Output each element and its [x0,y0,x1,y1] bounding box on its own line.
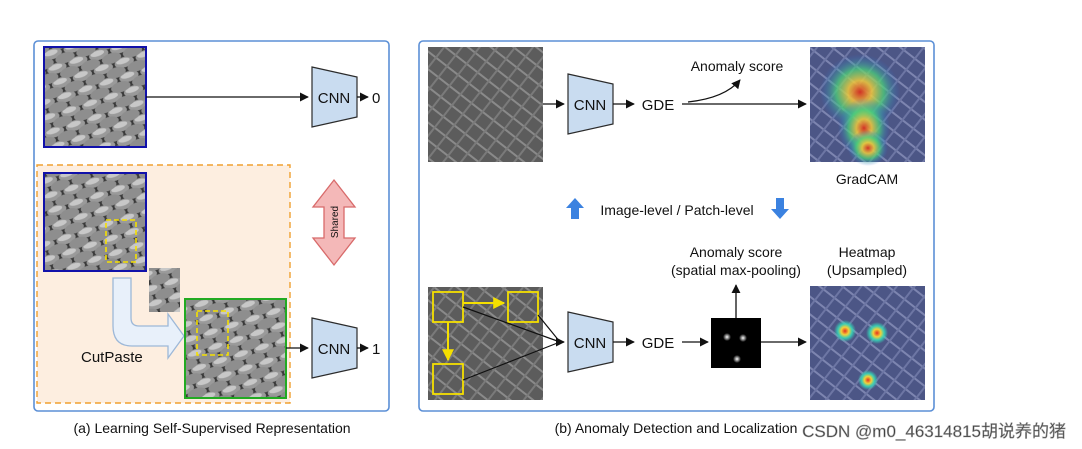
anomaly-score-map [711,318,761,368]
gradcam-label: GradCAM [836,171,898,187]
watermark: CSDN @m0_46314815胡说养的猪 [802,422,1066,441]
cnn-block-b-bottom [567,311,614,373]
gradcam-image [810,47,925,166]
cnn-bottom-label: CNN [318,341,351,358]
gde-bottom-label: GDE [642,335,675,352]
cut-patch [149,268,180,312]
panel-b-border [418,40,935,412]
heatmap-image [810,286,925,400]
up-arrow-icon [566,198,584,219]
cnn-block-b-top [567,73,614,135]
input-image-normal [43,46,147,148]
augmented-image [184,298,287,399]
cnn-b-bottom-label: CNN [574,335,607,352]
panel-a-caption: (a) Learning Self-Supervised Representat… [73,420,350,436]
cnn-block-top [311,66,358,128]
test-image-top [428,47,543,162]
cutpaste-arrow [112,277,185,360]
anomaly-score-top-label: Anomaly score [691,58,784,74]
cnn-b-top-label: CNN [574,97,607,114]
cutpaste-label: CutPaste [81,349,143,366]
shared-double-arrow [311,178,357,267]
cnn-top-label: CNN [318,90,351,107]
heatmap-line1: Heatmap [839,244,896,260]
down-arrow-icon [771,198,789,219]
anomaly-score-bottom-line1: Anomaly score [690,244,783,260]
cnn-block-bottom [311,317,358,379]
heatmap-line2: (Upsampled) [827,262,907,278]
source-image [43,172,147,272]
shared-label: Shared [330,206,341,238]
panel-a: CNN 0 CutPaste CNN 1 Shared (a) Learning… [33,40,390,436]
panel-b: CNN GDE Anomaly score GradCAM Image-leve… [418,40,935,436]
output-label-one: 1 [372,341,380,358]
output-label-zero: 0 [372,90,380,107]
gde-top-label: GDE [642,97,675,114]
pasted-patch-box [196,310,229,356]
source-patch-box [105,219,137,263]
anomaly-score-bottom-line2: (spatial max-pooling) [671,262,801,278]
panel-a-border [33,40,390,412]
arrow-anomaly-score-curve [687,79,741,103]
level-label: Image-level / Patch-level [600,202,753,218]
panel-b-caption: (b) Anomaly Detection and Localization [555,420,798,436]
